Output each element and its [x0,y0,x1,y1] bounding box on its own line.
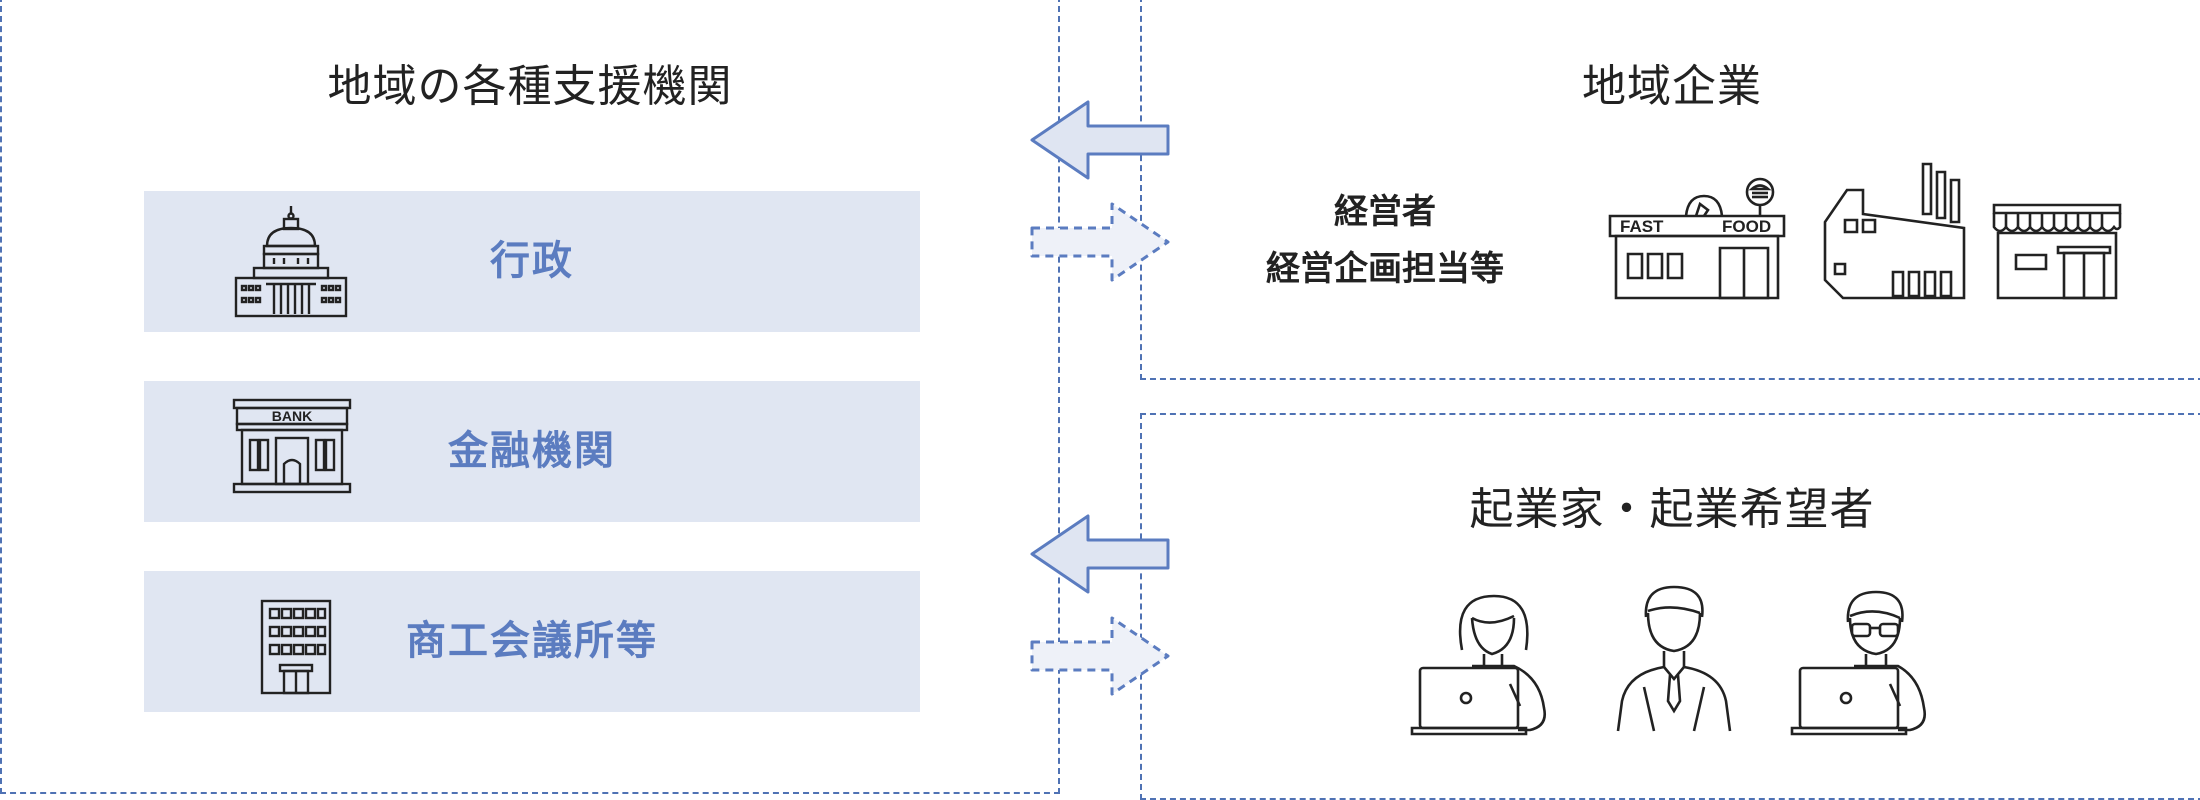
org-row-financial: BANK 金融機関 [144,381,920,522]
store-sign-fast: FAST [1620,217,1664,236]
manager-label: 経営者 経営企画担当等 [1235,184,1535,298]
support-organizations-panel: 地域の各種支援機関 行政 BANK [0,0,1060,794]
support-organizations-title: 地域の各種支援機関 [327,61,733,112]
org-row-government: 行政 [144,191,920,332]
office-building-icon [260,599,332,695]
factory-icon [1823,160,1966,300]
arrow-right-to-entrepreneur-dashed [1030,616,1170,696]
entrepreneur-title: 起業家・起業希望者 [1469,484,1875,535]
org-label-chamber: 商工会議所等 [406,618,658,664]
arrow-right-to-business-dashed [1030,202,1170,282]
arrow-left-to-support-top [1030,100,1170,180]
woman-laptop-icon [1410,588,1562,738]
bank-icon: BANK [232,398,352,494]
org-label-financial: 金融機関 [448,428,616,474]
arrow-left-to-support-bottom [1030,514,1170,594]
businessman-icon [1614,583,1734,733]
org-label-government: 行政 [490,238,574,284]
manager-label-line2: 経営企画担当等 [1266,249,1504,289]
manager-label-line1: 経営者 [1334,192,1436,232]
local-business-title: 地域企業 [1582,61,1762,112]
government-building-icon [234,206,348,318]
fast-food-store-icon: FAST FOOD [1608,176,1786,300]
local-business-panel: 地域企業 [1140,0,2200,380]
org-row-chamber: 商工会議所等 [144,571,920,712]
bank-sign-text: BANK [272,408,312,424]
entrepreneur-panel: 起業家・起業希望者 [1140,413,2200,800]
man-laptop-icon [1790,588,1942,738]
store-sign-food: FOOD [1722,217,1771,236]
shop-icon [1992,203,2122,300]
